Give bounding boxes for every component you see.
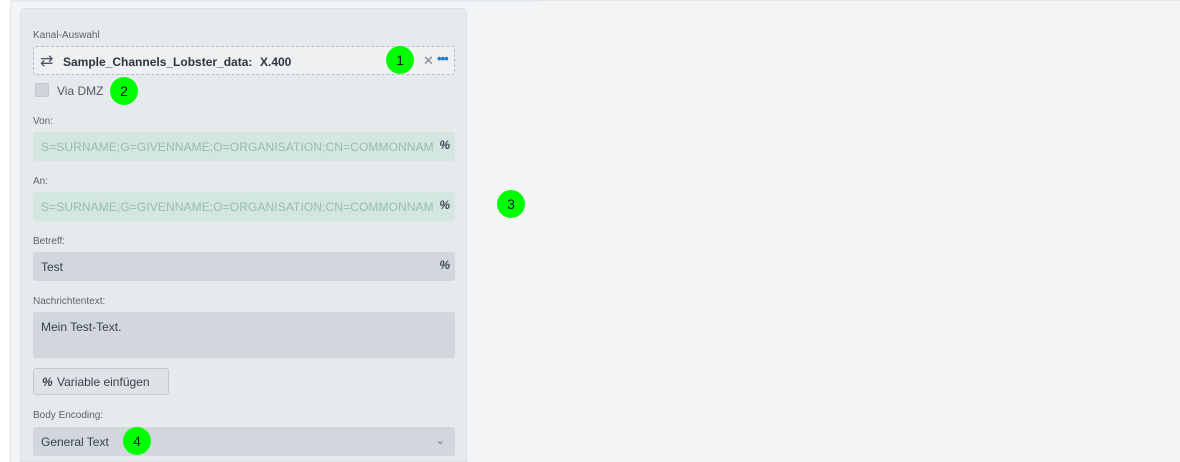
percent-icon[interactable]: % xyxy=(439,198,450,212)
channel-name: Sample_Channels_Lobster_data: xyxy=(63,55,253,69)
from-field[interactable]: S=SURNAME;G=GIVENNAME;O=ORGANISATION;CN=… xyxy=(33,132,455,161)
to-value: S=SURNAME;G=GIVENNAME;O=ORGANISATION;CN=… xyxy=(41,200,433,214)
marker-3: 3 xyxy=(497,190,525,218)
subject-label: Betreff: xyxy=(33,236,66,247)
encoding-select[interactable]: General Text ⌄ xyxy=(33,427,455,456)
encoding-label: Body Encoding: xyxy=(33,410,104,421)
from-value: S=SURNAME;G=GIVENNAME;O=ORGANISATION;CN=… xyxy=(41,140,433,154)
body-label: Nachrichtentext: xyxy=(33,296,106,307)
close-icon[interactable]: ✕ xyxy=(423,53,434,68)
chevron-down-icon: ⌄ xyxy=(435,435,445,447)
marker-2: 2 xyxy=(110,77,138,105)
to-field[interactable]: S=SURNAME;G=GIVENNAME;O=ORGANISATION;CN=… xyxy=(33,192,455,221)
swap-arrows-icon: ⇄ xyxy=(40,53,54,70)
subject-value: Test xyxy=(41,260,64,274)
channel-select[interactable]: ⇄ Sample_Channels_Lobster_data: X.400 ✕ … xyxy=(33,46,455,75)
dmz-label: Via DMZ xyxy=(57,84,104,98)
channel-label: Kanal-Auswahl xyxy=(33,30,100,41)
percent-icon[interactable]: % xyxy=(439,138,450,152)
from-label: Von: xyxy=(33,116,54,127)
percent-icon: % xyxy=(42,375,53,389)
insert-variable-label: Variable einfügen xyxy=(57,375,150,389)
body-textarea[interactable]: Mein Test-Text. xyxy=(33,312,455,358)
marker-4: 4 xyxy=(123,427,151,455)
subject-field[interactable]: Test % xyxy=(33,252,455,281)
top-divider xyxy=(10,0,538,2)
marker-1: 1 xyxy=(386,46,414,74)
dmz-checkbox[interactable] xyxy=(35,83,49,97)
percent-icon[interactable]: % xyxy=(439,258,450,272)
encoding-value: General Text xyxy=(41,435,109,449)
channel-type: X.400 xyxy=(260,55,292,69)
body-value: Mein Test-Text. xyxy=(41,320,122,334)
ellipsis-icon[interactable]: ••• xyxy=(437,51,449,66)
insert-variable-button[interactable]: % Variable einfügen xyxy=(33,368,169,395)
to-label: An: xyxy=(33,176,49,187)
